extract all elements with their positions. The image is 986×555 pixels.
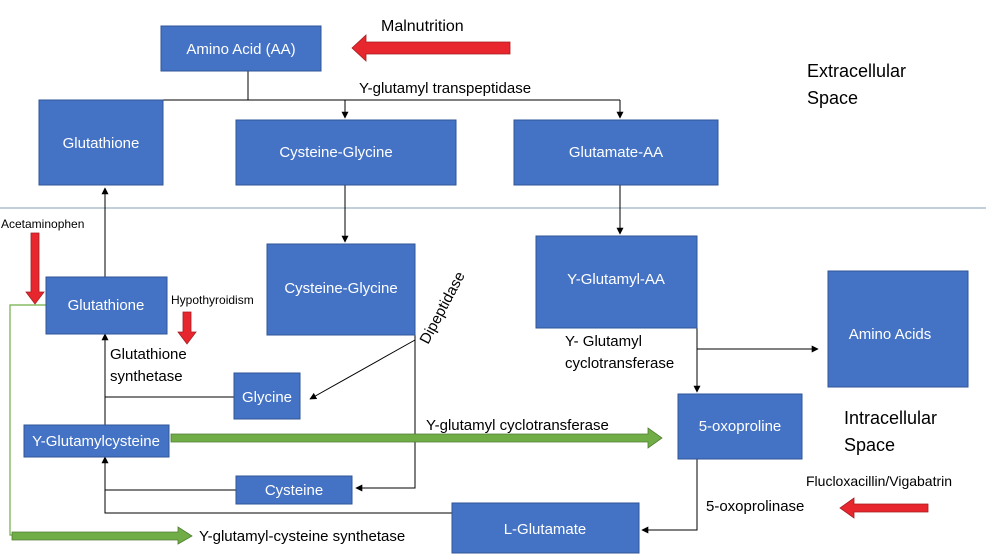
glycine-label: Glycine	[242, 389, 292, 406]
flucloxacillin-vigabatrin-label: Flucloxacillin/Vigabatrin	[806, 473, 952, 489]
acetaminophen-label: Acetaminophen	[1, 217, 84, 231]
cysteine-glycine-intracellular-label: Cysteine-Glycine	[284, 280, 397, 297]
glutathione-intracellular-label: Glutathione	[68, 297, 145, 314]
y-glutamyl-aa-label: Y-Glutamyl-AA	[567, 271, 665, 288]
l-glutamate-label: L-Glutamate	[504, 521, 587, 538]
malnutrition-arrow	[351, 34, 511, 62]
glutathione-extracellular-label: Glutathione	[63, 135, 140, 152]
glutamate-aa-label: Glutamate-AA	[569, 144, 663, 161]
glutathione-synthetase-label: Glutathione	[110, 346, 187, 363]
y-glutamyl-transpeptidase-label: Y-glutamyl transpeptidase	[359, 80, 531, 97]
intracellular-label-line2: Space	[844, 435, 895, 455]
y-glutamyl-cyclotransferase-arrow	[170, 427, 663, 449]
cysteine-glycine-extracellular-box: Cysteine-Glycine	[235, 119, 457, 186]
cysteine-box: Cysteine	[235, 475, 353, 505]
arrow-to-glycine	[309, 339, 416, 400]
cysteine-glycine-extracellular-label: Cysteine-Glycine	[279, 144, 392, 161]
glycine-box: Glycine	[233, 372, 301, 420]
five-oxoprolinase-label: 5-oxoprolinase	[706, 498, 804, 515]
acetaminophen-arrow	[25, 232, 45, 305]
flucloxacillin-vigabatrin-arrow	[839, 497, 929, 519]
glutamate-aa-box: Glutamate-AA	[513, 119, 719, 186]
five-oxoproline-box: 5-oxoproline	[677, 393, 803, 460]
cysteine-label: Cysteine	[265, 482, 323, 499]
arrow-to-y-glutamylcysteine	[101, 456, 452, 514]
amino-acid-label: Amino Acid (AA)	[186, 41, 295, 58]
y-glutamyl-cysteine-synthetase-label: Y-glutamyl-cysteine synthetase	[199, 528, 405, 545]
y-glutamyl-cysteine-synthetase-arrow	[11, 526, 193, 545]
cysteine-glycine-intracellular-box: Cysteine-Glycine	[266, 243, 416, 336]
amino-acids-box: Amino Acids	[827, 270, 969, 388]
dipeptidase-label: Dipeptidase	[417, 269, 469, 347]
glutathione-synthetase-label-line2: synthetase	[110, 368, 183, 385]
arrow-to-cysteine	[355, 335, 416, 492]
five-oxoproline-label: 5-oxoproline	[699, 418, 782, 435]
hypothyroidism-label: Hypothyroidism	[171, 293, 254, 307]
hypothyroidism-arrow	[177, 311, 197, 345]
y-glutamyl-cyclotransferase-label-line2: cyclotransferase	[565, 355, 674, 372]
amino-acid-box: Amino Acid (AA)	[160, 25, 322, 72]
amino-acids-label: Amino Acids	[849, 326, 932, 343]
arrow-to-l-glutamate	[641, 459, 698, 534]
y-glutamyl-aa-box: Y-Glutamyl-AA	[535, 235, 698, 329]
glutathione-intracellular-box: Glutathione	[45, 276, 168, 335]
y-glutamylcysteine-label: Y-Glutamylcysteine	[32, 433, 160, 450]
malnutrition-label: Malnutrition	[381, 18, 464, 35]
l-glutamate-box: L-Glutamate	[451, 502, 640, 554]
y-glutamylcysteine-box: Y-Glutamylcysteine	[23, 424, 170, 458]
glutathione-feedback-line	[9, 304, 46, 536]
glutathione-extracellular-box: Glutathione	[38, 99, 164, 186]
extracellular-label: Extracellular	[807, 61, 906, 81]
intracellular-label: Intracellular	[844, 408, 937, 428]
extracellular-label-line2: Space	[807, 88, 858, 108]
y-glutamyl-cyclotransferase-arrow-label: Y-glutamyl cyclotransferase	[426, 417, 609, 434]
y-glutamyl-cyclotransferase-label: Y- Glutamyl	[565, 333, 642, 350]
